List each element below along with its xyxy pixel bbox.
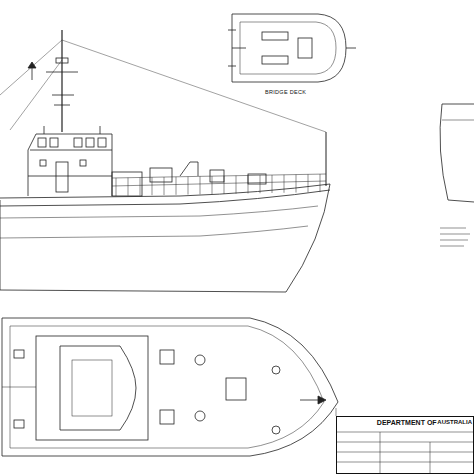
view-label: BRIDGE DECK xyxy=(264,89,307,95)
title-block: DEPARTMENT OF DEFENCEAUSTRALIA xyxy=(336,416,474,474)
title-text: AUSTRALIA xyxy=(437,419,472,426)
mast xyxy=(28,30,78,132)
bridge-deck-plan xyxy=(228,14,356,82)
rail-stanchions xyxy=(116,174,320,196)
section-view xyxy=(440,104,474,202)
note-lines xyxy=(440,228,470,246)
title-block-rules xyxy=(336,408,474,474)
guard-rail xyxy=(112,174,326,186)
deck-plan xyxy=(2,318,338,456)
hull-profile xyxy=(0,184,330,292)
rigging xyxy=(0,40,326,132)
jackstaff xyxy=(326,132,327,186)
superstructure xyxy=(28,126,266,196)
